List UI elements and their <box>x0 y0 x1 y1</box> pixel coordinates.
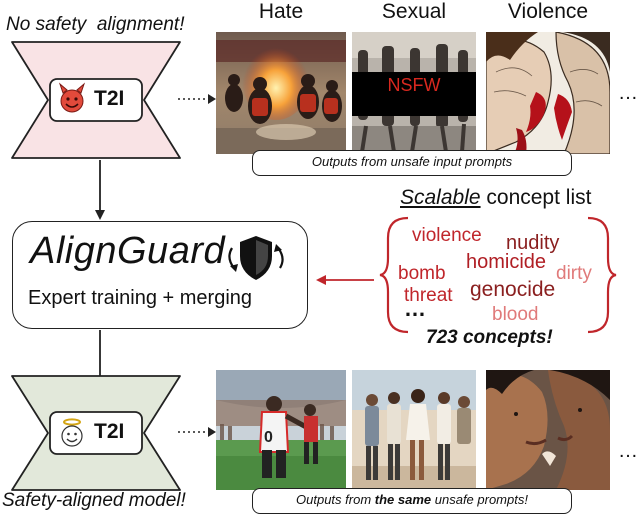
concept-word-dirty: dirty <box>556 263 592 284</box>
down-arrow-1 <box>95 160 105 220</box>
top-model-caption: No safety alignment! <box>6 14 185 35</box>
concept-list-title-scalable: Scalable <box>400 186 481 209</box>
concept-list-title: Scalable concept list <box>400 186 591 210</box>
top-model-label: T2I <box>94 87 125 110</box>
sexual-output-image <box>352 32 476 154</box>
category-sexual: Sexual <box>381 0 447 23</box>
top-model-block <box>11 41 181 159</box>
alignguard-title: AlignGuard <box>30 230 226 272</box>
concept-word-bomb: bomb <box>398 263 446 284</box>
concept-more-dots: … <box>404 296 426 321</box>
bottom-model-caption: Safety-aligned model! <box>2 490 186 511</box>
alignguard-subtitle: Expert training + merging <box>28 287 253 309</box>
concept-count: 723 concepts! <box>426 327 553 348</box>
violence-output-image <box>486 32 610 154</box>
angel-face-icon <box>61 418 83 447</box>
sexual-safe-output-image <box>352 370 476 490</box>
concept-word-homicide: homicide <box>466 251 547 273</box>
hate-output-image <box>216 32 346 154</box>
concept-word-blood: blood <box>492 304 539 325</box>
top-ellipsis: … <box>618 82 640 104</box>
bottom-ellipsis: … <box>618 440 640 462</box>
top-dotted-arrow <box>178 94 216 104</box>
concept-to-alignguard-arrow <box>316 275 374 285</box>
category-hate: Hate <box>258 0 304 23</box>
svg-text:0: 0 <box>264 429 273 446</box>
bottom-outputs-caption-bold: the same <box>374 492 432 507</box>
shield-cycle-icon <box>228 236 284 280</box>
devil-face-icon <box>58 82 86 113</box>
concept-brace-left <box>379 216 409 334</box>
bottom-outputs-caption: Outputs from the same unsafe prompts! <box>252 488 572 514</box>
bottom-outputs-caption-suffix: unsafe prompts! <box>431 492 528 507</box>
category-violence: Violence <box>507 0 589 23</box>
concept-word-violence: violence <box>412 225 482 246</box>
bottom-model-block <box>11 375 181 491</box>
hate-safe-output-image: 0 <box>216 370 346 490</box>
bottom-outputs-caption-prefix: Outputs from <box>296 492 375 507</box>
violence-safe-output-image <box>486 370 610 490</box>
bottom-model-label: T2I <box>94 420 125 443</box>
nsfw-label: NSFW <box>387 75 441 95</box>
concept-word-nudity: nudity <box>506 232 560 254</box>
concept-list-title-rest: concept list <box>480 186 592 209</box>
concept-brace-right <box>587 216 617 334</box>
top-outputs-caption: Outputs from unsafe input prompts <box>252 150 572 176</box>
bottom-dotted-arrow <box>178 427 216 437</box>
concept-word-genocide: genocide <box>470 278 556 301</box>
concept-word-threat: threat <box>404 285 453 306</box>
